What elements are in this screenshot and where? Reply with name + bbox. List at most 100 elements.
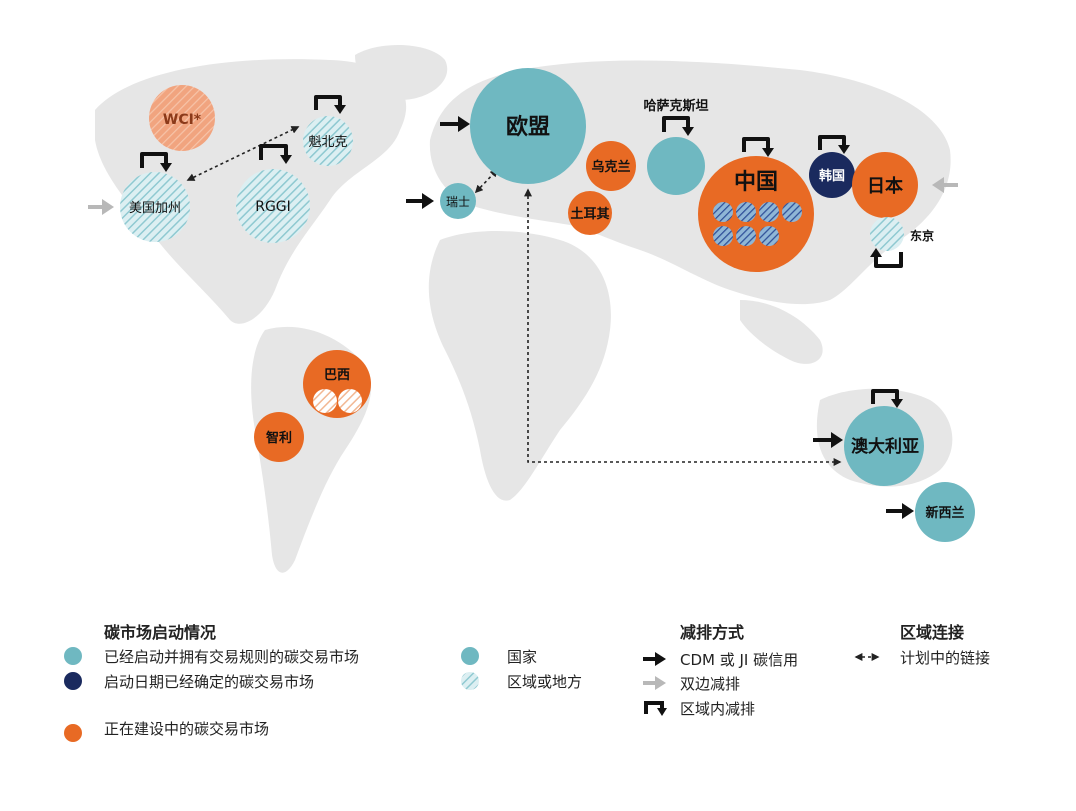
label-korea: 韩国 [819,168,845,184]
label-turkey: 土耳其 [570,206,609,222]
cdm-arrowhead-eu [458,116,470,132]
label-brazil: 巴西 [324,368,350,383]
legend-linking-title: 区域连接 [900,623,964,642]
loop-head-tokyo [870,248,882,257]
loop-head-rggi [280,155,292,164]
cdm-arrowhead-newzealand [902,503,914,519]
link-california-quebec [186,126,300,181]
legend-national: 国家 [507,648,537,666]
label-ukraine: 乌克兰 [591,159,630,175]
label-eu: 欧盟 [506,114,550,140]
china-pilot-7 [759,226,779,246]
label-rggi: RGGI [255,199,291,215]
loop-arrow-korea [818,135,846,150]
bilateral-arrowhead-japan [932,177,944,193]
legend-status-title: 碳市场启动情况 [104,623,216,642]
link-eu-australia [524,188,842,466]
china-pilot-3 [759,202,779,222]
legend-swatch-subnational [461,672,479,690]
legend-domestic: 区域内减排 [680,700,755,718]
loop-head-china [762,148,774,157]
legend-swatch-scheduled [64,672,82,690]
cdm-arrowhead-australia [831,432,843,448]
legend-link-planned: 计划中的链接 [900,649,990,667]
brazil-sub-circles [313,389,362,413]
legend-domestic-loop [644,701,664,714]
loop-arrow-kazakhstan [662,116,690,132]
label-chile: 智利 [266,430,292,446]
loop-head-korea [838,145,850,154]
circle-quebec[interactable] [303,116,353,166]
loop-arrow-tokyo [874,252,903,268]
circle-tokyo[interactable] [870,217,904,251]
label-switzerland: 瑞士 [446,195,470,209]
label-tokyo: 东京 [910,228,934,243]
circle-california[interactable] [120,172,190,242]
label-australia: 澳大利亚 [851,436,919,457]
cdm-ji-arrows [406,116,914,519]
label-quebec: 魁北克 [308,134,347,150]
loop-arrow-california [140,152,168,168]
loop-arrow-china [742,137,770,152]
legend-mechanism-title: 减排方式 [680,623,744,642]
loop-head-australia [891,399,903,408]
legend-bilateral: 双边减排 [680,675,740,693]
loop-arrow-rggi [259,144,288,160]
land-southeast-asia [740,300,823,364]
label-wci: WCI* [163,112,202,128]
circle-turkey[interactable] [568,191,612,235]
loop-head-kazakhstan [682,127,694,136]
circle-japan[interactable] [852,152,918,218]
legend-bilateral-arrowhead [655,676,666,690]
circle-wci[interactable] [149,85,215,151]
loop-arrow-australia [871,389,899,404]
legend-swatch-national [461,647,479,665]
bilateral-arrows [88,177,958,215]
legend-domestic-head [657,708,667,716]
land-greenland [355,44,448,100]
circle-korea[interactable] [809,152,855,198]
legend-implemented: 已经启动并拥有交易规则的碳交易市场 [104,648,359,666]
legend-cdm-ji: CDM 或 JI 碳信用 [680,651,798,669]
legend-scheduled: 启动日期已经确定的碳交易市场 [104,673,314,691]
domestic-offset-arrows [140,95,903,404]
circle-kazakhstan[interactable] [647,137,705,195]
link-switzerland-eu [474,168,499,194]
loop-head-quebec [334,105,346,114]
legend-swatch-considered [64,724,82,742]
legend: 碳市场启动情况 已经启动并拥有交易规则的碳交易市场 启动日期已经确定的碳交易市场… [64,623,990,742]
legend-considered: 正在建设中的碳交易市场 [104,720,269,738]
planned-links [186,126,842,466]
circle-switzerland[interactable] [440,183,476,219]
circle-rggi[interactable] [236,169,310,243]
label-california: 美国加州 [129,201,181,216]
brazil-sub-1 [313,389,337,413]
china-pilot-6 [736,226,756,246]
label-japan: 日本 [867,175,903,197]
market-labels: WCI* 美国加州 RGGI 魁北克 欧盟 瑞士 乌克兰 土耳其 哈萨克斯坦 中… [129,98,965,521]
loop-arrow-quebec [314,95,342,110]
china-pilot-circles [713,202,802,246]
circle-brazil[interactable] [303,350,371,418]
circle-australia[interactable] [844,406,924,486]
brazil-sub-2 [338,389,362,413]
circle-ukraine[interactable] [586,141,636,191]
circle-newzealand[interactable] [915,482,975,542]
loop-head-california [160,163,172,172]
china-pilot-5 [713,226,733,246]
legend-subnational: 区域或地方 [507,673,582,691]
china-pilot-1 [713,202,733,222]
circle-eu[interactable] [470,68,586,184]
domestic-offset-arrowheads [160,105,903,408]
legend-swatch-implemented [64,647,82,665]
cdm-arrowhead-switzerland [422,193,434,209]
china-pilot-2 [736,202,756,222]
land-africa [428,231,611,501]
legend-cdm-arrowhead [655,652,666,666]
circle-chile[interactable] [254,412,304,462]
label-china: 中国 [734,170,778,195]
bilateral-arrowhead-california [102,199,114,215]
label-newzealand: 新西兰 [925,505,964,521]
